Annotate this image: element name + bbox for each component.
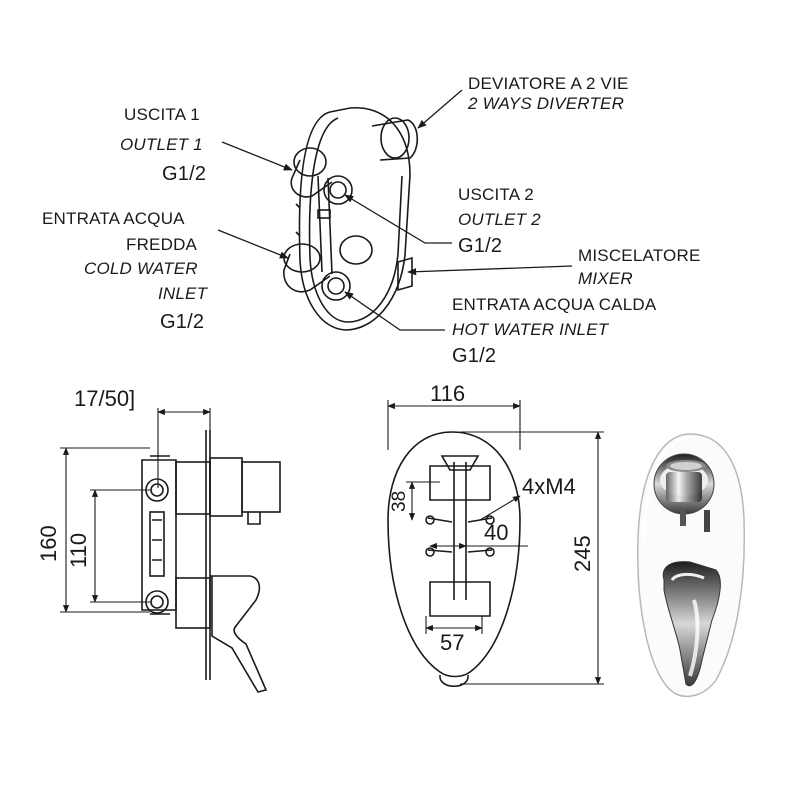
label-outlet2-thread: G1/2 — [458, 235, 503, 257]
label-outlet1-it: USCITA 1 — [124, 105, 200, 124]
dim-front-offset-center: 40 — [484, 520, 509, 545]
callout-leaders — [217, 89, 573, 331]
label-hot-thread: G1/2 — [452, 345, 497, 367]
label-cold-en-line1: COLD WATER — [84, 259, 198, 278]
front-view — [387, 400, 604, 688]
side-view — [60, 408, 281, 693]
label-diverter-it: DEVIATORE A 2 VIE — [468, 74, 629, 93]
label-cold-en-line2: INLET — [158, 284, 208, 303]
label-cold-thread: G1/2 — [160, 311, 205, 333]
leader-outlet2 — [344, 194, 452, 244]
dim-side-depth: 17/50] — [74, 386, 136, 411]
label-hot-en: HOT WATER INLET — [452, 320, 609, 339]
dim-side-height-centers: 110 — [66, 532, 91, 568]
product-rendering — [637, 433, 746, 698]
dim-front-screws: 4xM4 — [522, 474, 576, 499]
label-outlet1-thread: G1/2 — [162, 163, 207, 185]
dim-front-offset-top: 38 — [389, 490, 410, 512]
dim-front-height: 245 — [570, 535, 595, 572]
label-cold-it-line1: ENTRATA ACQUA — [42, 209, 185, 228]
isometric-valve-body — [283, 107, 419, 331]
label-outlet1-en: OUTLET 1 — [120, 135, 203, 154]
label-outlet2-it: USCITA 2 — [458, 185, 534, 204]
label-cold-it-line2: FREDDA — [126, 235, 198, 254]
label-hot-it: ENTRATA ACQUA CALDA — [452, 295, 657, 314]
leader-cold — [217, 229, 289, 259]
leader-mixer — [407, 265, 573, 276]
label-mixer-en: MIXER — [578, 269, 633, 288]
leader-diverter — [417, 89, 463, 129]
label-mixer-it: MISCELATORE — [578, 246, 701, 265]
dim-front-width: 116 — [430, 381, 466, 406]
label-outlet2-en: OUTLET 2 — [458, 210, 541, 229]
dim-front-bottom-width: 57 — [440, 630, 465, 655]
leader-outlet1 — [221, 141, 293, 171]
leader-hot — [344, 291, 445, 331]
dim-side-height-total: 160 — [36, 525, 61, 562]
label-diverter-en: 2 WAYS DIVERTER — [468, 94, 625, 113]
